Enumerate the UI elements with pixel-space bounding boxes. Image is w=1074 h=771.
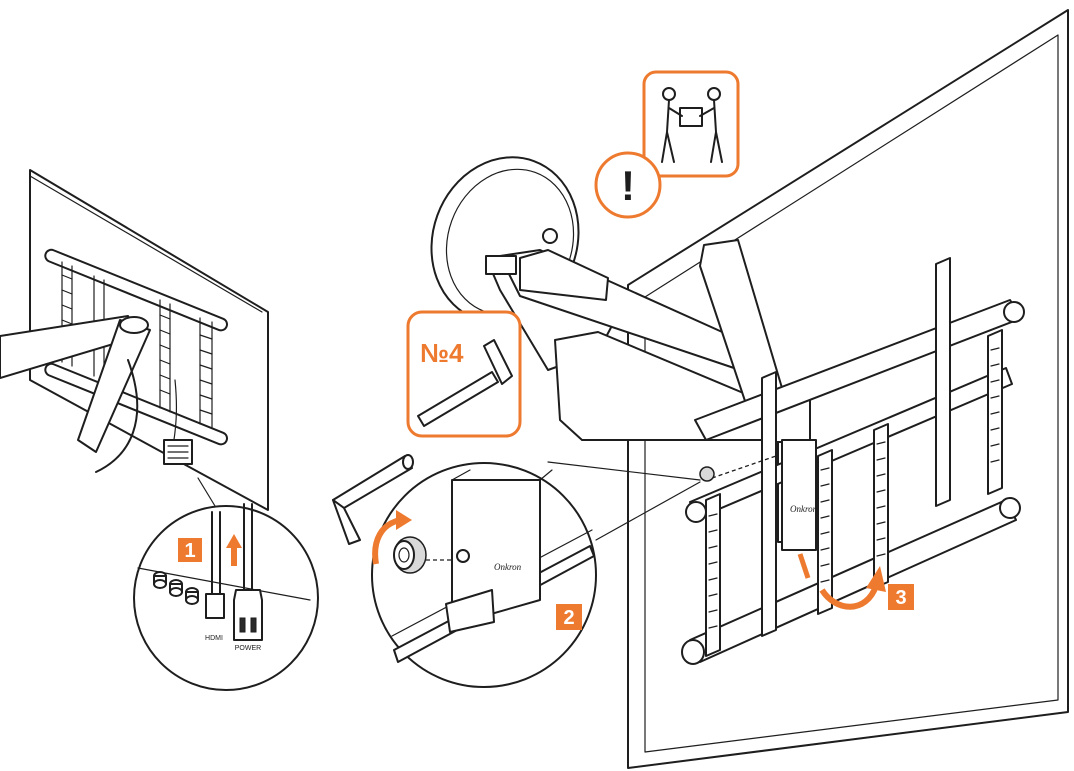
two-person-warning: ! bbox=[594, 70, 740, 219]
rotate-arrow-icon bbox=[797, 553, 886, 610]
plate-brand-mark: Onkron bbox=[494, 562, 522, 572]
power-plug-icon bbox=[233, 503, 263, 641]
hex-key-icon bbox=[332, 454, 414, 545]
knob-rotate-arrow-icon bbox=[372, 510, 412, 565]
knob-detail-callout: Onkron 2 bbox=[371, 461, 701, 688]
bracket-straps bbox=[705, 329, 1003, 657]
up-arrow-icon bbox=[226, 534, 242, 566]
hdmi-port-label: HDMI bbox=[205, 635, 223, 642]
wall-panel bbox=[627, 9, 1069, 769]
tool-callout: №4 bbox=[406, 310, 522, 438]
step-1-label: 1 bbox=[184, 540, 195, 562]
carrier-brand-mark: Onkron bbox=[790, 504, 818, 514]
warning-icon bbox=[594, 151, 662, 219]
step-2-label: 2 bbox=[563, 607, 574, 629]
power-port-label: POWER bbox=[235, 645, 261, 652]
tool-hex-key-icon bbox=[417, 339, 513, 427]
hdmi-plug-icon bbox=[205, 511, 225, 619]
step-2-badge bbox=[556, 604, 582, 630]
step-1-badge bbox=[178, 538, 202, 562]
tool-size-label: №4 bbox=[420, 338, 464, 368]
tv-back-panel bbox=[0, 169, 269, 511]
step-3-label: 3 bbox=[895, 587, 906, 609]
warning-symbol: ! bbox=[621, 162, 635, 209]
port-detail-callout: HDMI POWER 1 bbox=[133, 503, 319, 691]
round-port-icons bbox=[153, 571, 199, 605]
step-3-badge bbox=[888, 584, 914, 610]
tv-bracket: Onkron bbox=[681, 257, 1025, 665]
two-person-lift-icon bbox=[661, 87, 723, 163]
